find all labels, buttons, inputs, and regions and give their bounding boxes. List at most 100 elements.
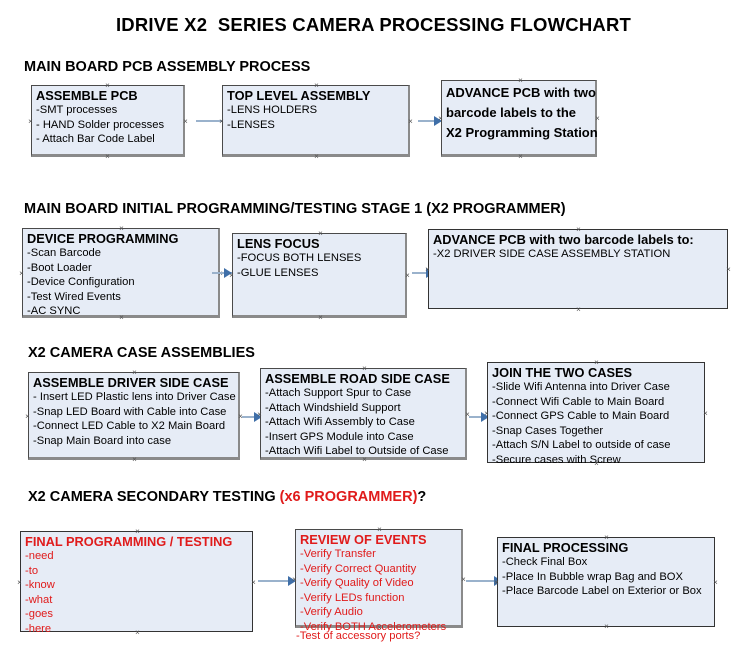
resize-handle-left[interactable] <box>437 115 444 122</box>
resize-handle-top[interactable] <box>603 534 610 541</box>
resize-handle-top[interactable] <box>118 225 125 232</box>
box-line: -Snap Main Board into case <box>33 434 172 447</box>
resize-handle-right[interactable] <box>725 266 732 273</box>
resize-handle-right[interactable] <box>594 115 601 122</box>
resize-handle-left[interactable] <box>493 579 500 586</box>
resize-handle-top[interactable] <box>376 526 383 533</box>
box-advance-pcb-to-driver-side-case-station[interactable]: ADVANCE PCB with two barcode labels to: … <box>428 229 728 309</box>
box-line: -Attach Wifi Assembly to Case <box>265 416 415 428</box>
box-line: -Snap Cases Together <box>492 424 604 437</box>
box-line: -Verify Quality of Video <box>300 577 414 589</box>
resize-handle-bottom[interactable] <box>118 314 125 321</box>
box-line: -to <box>25 564 39 577</box>
box-line: -Attach Wifi Label to Outside of Case <box>265 445 449 457</box>
box-header: JOIN THE TWO CASES <box>492 365 633 380</box>
box-line: -Connect LED Cable to X2 Main Board <box>33 420 226 432</box>
box-line: -Connect Wifi Cable to Main Board <box>492 395 665 408</box>
connector-top-level-to-advance-pcb <box>418 120 442 122</box>
resize-handle-top[interactable] <box>131 369 138 376</box>
resize-handle-left[interactable] <box>291 576 298 583</box>
box-line: -Scan Barcode <box>27 247 102 259</box>
resize-handle-bottom[interactable] <box>575 306 582 313</box>
box-final-programming-testing[interactable]: FINAL PROGRAMMING / TESTING -need -to -k… <box>20 528 253 635</box>
resize-handle-right[interactable] <box>702 410 709 417</box>
resize-handle-bottom[interactable] <box>603 623 610 630</box>
box-line: -Insert GPS Module into Case <box>265 430 414 443</box>
resize-handle-bottom[interactable] <box>131 456 138 463</box>
box-line: -Device Configuration <box>27 276 135 288</box>
box-line: -Test Wired Events <box>27 290 121 303</box>
resize-handle-top[interactable] <box>517 77 524 84</box>
box-final-processing[interactable]: FINAL PROCESSING -Check Final Box -Place… <box>497 537 715 627</box>
box-line: -what <box>25 593 53 606</box>
page-title: IDRIVE X2 SERIES CAMERA PROCESSING FLOWC… <box>115 14 632 35</box>
box-line: - HAND Solder processes <box>36 118 165 131</box>
resize-handle-top[interactable] <box>361 365 368 372</box>
box-line: -Check Final Box <box>502 556 588 568</box>
resize-handle-bottom[interactable] <box>313 153 320 160</box>
box-line: -Attach S/N Label to outside of case <box>492 439 671 451</box>
box-line: -LENSES <box>227 118 275 131</box>
resize-handle-right[interactable] <box>712 579 719 586</box>
box-review-of-events[interactable]: REVIEW OF EVENTS -Verify Transfer -Verif… <box>295 526 463 633</box>
box-assemble-driver-side-case[interactable]: ASSEMBLE DRIVER SIDE CASE - Insert LED P… <box>28 372 240 460</box>
box-line: -SMT processes <box>36 104 118 116</box>
connector-review-of-events-to-final-processing <box>466 580 496 582</box>
resize-handle-bottom[interactable] <box>593 460 600 467</box>
box-header: ASSEMBLE PCB <box>36 88 138 103</box>
connector-device-programming-to-lens-focus <box>212 272 232 274</box>
box-line: -Verify Transfer <box>300 548 376 560</box>
resize-handle-left[interactable] <box>228 272 235 279</box>
box-header: DEVICE PROGRAMMING <box>27 231 179 246</box>
resize-handle-bottom[interactable] <box>517 153 524 160</box>
resize-handle-left[interactable] <box>256 411 263 418</box>
resize-handle-left[interactable] <box>424 266 431 273</box>
box-line: -FOCUS BOTH LENSES <box>237 252 362 264</box>
box-line: -AC SYNC <box>27 305 81 317</box>
connector-driver-case-to-road-case <box>242 416 260 418</box>
box-line: -Verify LEDs function <box>300 591 405 604</box>
resize-handle-left[interactable] <box>218 118 225 125</box>
resize-handle-bottom[interactable] <box>361 456 368 463</box>
resize-handle-right[interactable] <box>250 579 257 586</box>
box-header: FINAL PROCESSING <box>502 540 629 555</box>
resize-handle-left[interactable] <box>24 413 31 420</box>
connector-final-programming-to-review-of-events <box>258 580 290 582</box>
section-title-text: X2 CAMERA SECONDARY TESTING <box>28 489 280 505</box>
box-line: -Attach Support Spur to Case <box>265 387 412 399</box>
resize-handle-bottom[interactable] <box>134 629 141 636</box>
resize-handle-top[interactable] <box>134 528 141 535</box>
box-header: ASSEMBLE ROAD SIDE CASE <box>265 371 450 386</box>
resize-handle-top[interactable] <box>313 82 320 89</box>
box-assemble-road-side-case[interactable]: ASSEMBLE ROAD SIDE CASE -Attach Support … <box>260 368 467 460</box>
resize-handle-bottom[interactable] <box>104 153 111 160</box>
resize-handle-left[interactable] <box>16 579 23 586</box>
resize-handle-left[interactable] <box>27 118 34 125</box>
resize-handle-bottom[interactable] <box>317 314 324 321</box>
resize-handle-top[interactable] <box>104 82 111 89</box>
resize-handle-left[interactable] <box>483 410 490 417</box>
resize-handle-right[interactable] <box>404 272 411 279</box>
box-assemble-pcb[interactable]: ASSEMBLE PCB -SMT processes - HAND Solde… <box>31 85 185 157</box>
box-top-level-assembly[interactable]: TOP LEVEL ASSEMBLY -LENS HOLDERS -LENSES <box>222 85 410 157</box>
connector-road-case-to-join-cases <box>469 416 487 418</box>
box-device-programming[interactable]: DEVICE PROGRAMMING -Scan Barcode -Boot L… <box>22 228 220 318</box>
box-header: FINAL PROGRAMMING / TESTING <box>25 534 233 549</box>
box-header-line: barcode labels to the <box>446 105 577 120</box>
box-line: -Slide Wifi Antenna into Driver Case <box>492 381 670 393</box>
box-line: -Connect GPS Cable to Main Board <box>492 410 670 422</box>
box-lens-focus[interactable]: LENS FOCUS -FOCUS BOTH LENSES -GLUE LENS… <box>232 233 407 318</box>
box-line: -Place In Bubble wrap Bag and BOX <box>502 570 683 583</box>
resize-handle-top[interactable] <box>575 226 582 233</box>
box-header: TOP LEVEL ASSEMBLY <box>227 88 371 103</box>
resize-handle-right[interactable] <box>407 118 414 125</box>
box-join-the-two-cases[interactable]: JOIN THE TWO CASES -Slide Wifi Antenna i… <box>487 359 705 466</box>
resize-handle-top[interactable] <box>317 230 324 237</box>
resize-handle-right[interactable] <box>182 118 189 125</box>
box-header: LENS FOCUS <box>237 236 320 251</box>
box-advance-pcb-to-x2-programming-station[interactable]: ADVANCE PCB with two barcode labels to t… <box>441 77 598 160</box>
box-header: ADVANCE PCB with two <box>446 85 596 100</box>
box-line: -goes <box>25 608 53 620</box>
resize-handle-left[interactable] <box>18 270 25 277</box>
resize-handle-top[interactable] <box>593 359 600 366</box>
